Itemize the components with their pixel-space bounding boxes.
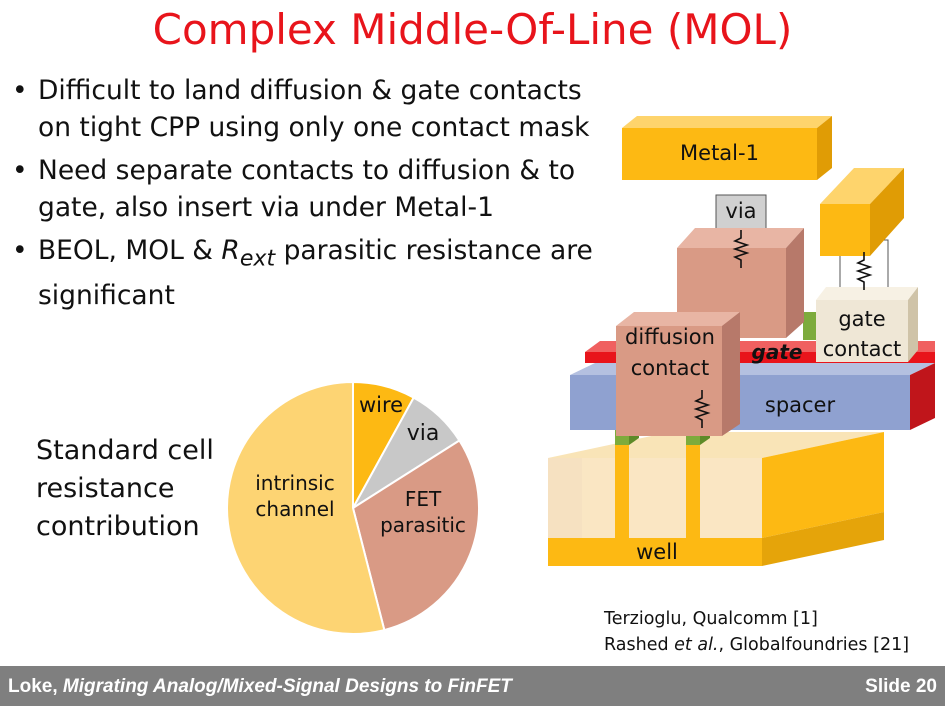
gate-contact-block	[816, 287, 918, 362]
metal1-bar	[622, 116, 832, 180]
label-well: well	[636, 540, 678, 564]
text-run: Need separate contacts to diffusion & to…	[38, 155, 576, 223]
chart-caption: Standard cell resistance contribution	[36, 432, 214, 546]
gate-metal-bar	[820, 168, 904, 256]
bullet-text: Difficult to land diffusion & gate conta…	[38, 72, 602, 146]
text-run: Rashed	[604, 635, 675, 655]
text-run: parasitic resistance are significant	[38, 235, 593, 312]
text-run: ext	[239, 246, 276, 272]
reference-line: Rashed et al., Globalfoundries [21]	[604, 632, 909, 658]
bullet-item: • Difficult to land diffusion & gate cont…	[12, 72, 602, 146]
text-run: BEOL, MOL &	[38, 235, 222, 266]
label-via: via	[725, 199, 757, 223]
footer-author: Loke	[8, 676, 53, 697]
pie-label-intrinsic-channel: intrinsic channel	[238, 470, 352, 522]
caption-line-3: contribution	[36, 511, 200, 542]
label-diffusion-contact: diffusion contact	[625, 325, 715, 380]
caption-line-2: resistance	[36, 473, 175, 504]
well-block	[548, 432, 884, 566]
bullet-list: • Difficult to land diffusion & gate cont…	[12, 72, 602, 320]
intrinsic-label-text: intrinsic channel	[255, 471, 335, 521]
pie-slice-fet-parasitic	[351, 439, 480, 632]
text-run: Difficult to land diffusion & gate conta…	[38, 75, 590, 143]
label-metal1: Metal-1	[680, 141, 759, 165]
pie-slice-intrinsic-channel	[226, 380, 386, 635]
footer-citation: Loke, Migrating Analog/Mixed-Signal Desi…	[8, 676, 512, 697]
text-run: , Globalfoundries [21]	[718, 635, 910, 655]
footer-title: Migrating Analog/Mixed-Signal Designs to…	[62, 676, 512, 697]
resistor-icon	[855, 252, 873, 290]
references: Terzioglu, Qualcomm [1] Rashed et al., Gl…	[604, 606, 909, 658]
bullet-item: • Need separate contacts to diffusion & t…	[12, 152, 602, 226]
resistor-icon	[732, 230, 750, 268]
bullet-item: • BEOL, MOL & Rext parasitic resistance a…	[12, 232, 602, 314]
label-gate-contact: gate contact	[822, 307, 902, 361]
diffusion-contact-block	[616, 312, 740, 436]
slide-footer: Loke, Migrating Analog/Mixed-Signal Desi…	[0, 666, 945, 706]
slide-title: Complex Middle-Of-Line (MOL)	[152, 5, 793, 54]
reference-line: Terzioglu, Qualcomm [1]	[604, 606, 909, 632]
fet-label-text: FET parasitic	[380, 487, 466, 537]
text-run: et al.	[674, 635, 719, 655]
fin-top	[803, 312, 817, 340]
label-gate: gate	[751, 340, 803, 364]
pie-label-wire: wire	[358, 393, 404, 417]
pie-label-fet-parasitic: FET parasitic	[367, 486, 479, 538]
bullet-marker: •	[12, 75, 28, 106]
slide-number: Slide 20	[865, 676, 937, 697]
resistor-icon	[693, 390, 711, 428]
pie-label-via: via	[406, 421, 440, 446]
resistor-icons	[693, 230, 873, 428]
bullet-marker: •	[12, 235, 28, 266]
caption-line-1: Standard cell	[36, 435, 214, 466]
text-run: R	[221, 235, 240, 266]
bullet-text: Need separate contacts to diffusion & to…	[38, 152, 602, 226]
bullet-text: BEOL, MOL & Rext parasitic resistance ar…	[38, 232, 602, 314]
bullet-marker: •	[12, 155, 28, 186]
text-run: Terzioglu, Qualcomm [1]	[604, 609, 818, 629]
label-spacer: spacer	[764, 393, 836, 417]
